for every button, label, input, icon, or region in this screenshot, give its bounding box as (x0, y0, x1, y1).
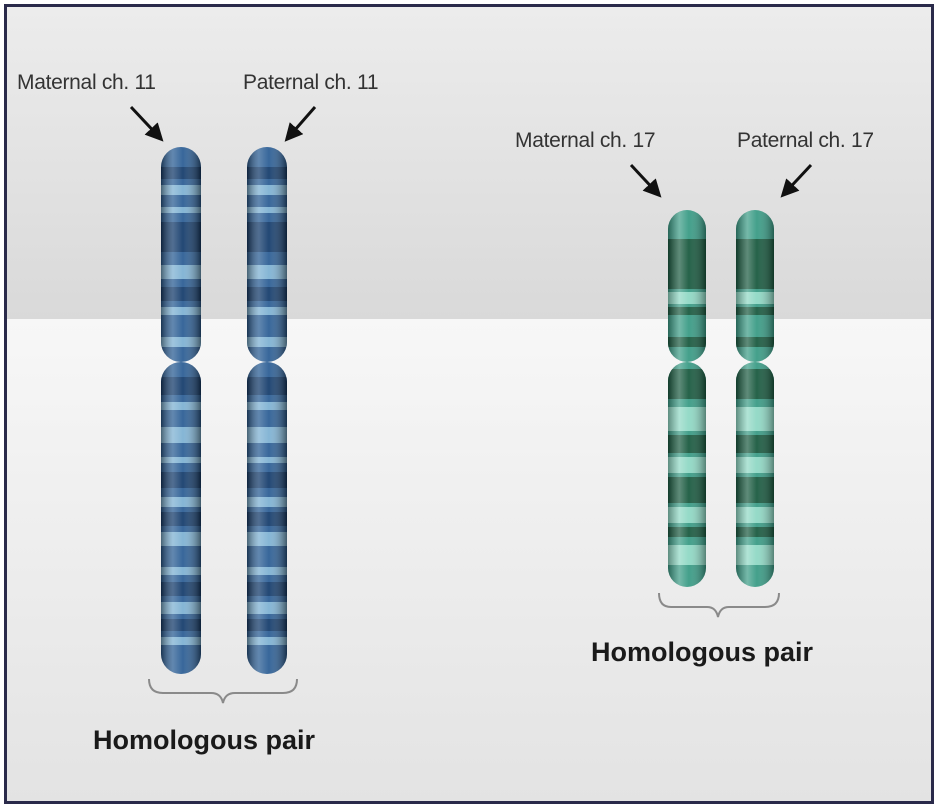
arrow-maternal-17 (629, 163, 662, 198)
paternal-chromosome-11 (247, 147, 287, 674)
label-maternal-17: Maternal ch. 17 (515, 129, 656, 152)
chromosome-diagram (129, 105, 813, 704)
brace-right (658, 592, 780, 618)
arrow-maternal-11 (129, 105, 164, 142)
label-homologous-pair-left: Homologous pair (93, 725, 315, 755)
label-paternal-11: Paternal ch. 11 (243, 71, 379, 94)
maternal-chromosome-11 (161, 147, 201, 674)
label-paternal-17: Paternal ch. 17 (737, 129, 874, 152)
label-maternal-11: Maternal ch. 11 (17, 71, 156, 94)
brace-left (148, 678, 298, 704)
diagram-frame: Maternal ch. 11 Paternal ch. 11 Maternal… (4, 4, 934, 804)
arrow-paternal-17 (780, 163, 813, 198)
paternal-chromosome-17 (736, 210, 774, 587)
maternal-chromosome-17 (668, 210, 706, 587)
label-homologous-pair-right: Homologous pair (591, 637, 813, 667)
arrow-paternal-11 (284, 106, 317, 142)
